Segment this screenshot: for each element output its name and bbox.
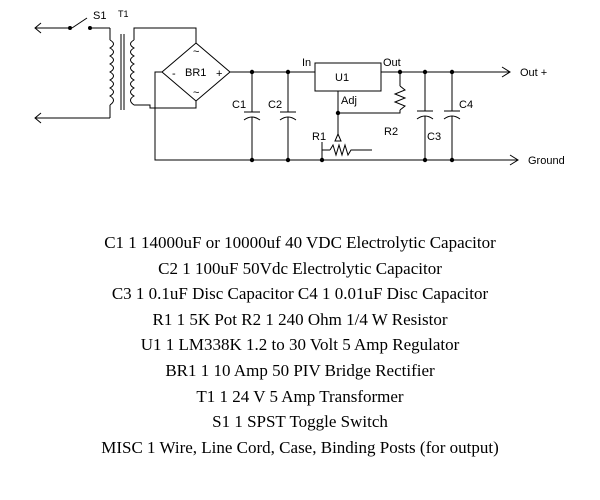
label-bridge-ac-bottom: ~ [193,87,199,99]
label-br1: BR1 [185,67,206,79]
parts-list-item: R1 1 5K Pot R2 1 240 Ohm 1/4 W Resistor [152,309,448,329]
label-bridge-plus: + [216,68,222,80]
capacitor-c1 [243,69,261,163]
mains-input-wiring [34,17,111,124]
label-r2: R2 [384,126,398,138]
parts-list: C1 1 14000uF or 10000uf 40 VDC Electroly… [0,230,600,460]
parts-list-item: MISC 1 Wire, Line Cord, Case, Binding Po… [101,437,499,457]
label-bridge-ac-top: ~ [193,46,199,58]
label-c1: C1 [232,99,246,111]
label-r1: R1 [312,131,326,143]
parts-list-item: U1 1 LM338K 1.2 to 30 Volt 5 Amp Regulat… [140,335,460,355]
label-s1: S1 [93,10,106,22]
label-in: In [302,57,311,69]
label-c2: C2 [268,99,282,111]
parts-list-item: C1 1 14000uF or 10000uf 40 VDC Electroly… [104,233,496,252]
parts-list-item: C3 1 0.1uF Disc Capacitor C4 1 0.01uF Di… [111,284,489,304]
label-u1: U1 [335,72,349,84]
circuit-schematic: S1 T1 BR1 - + ~ ~ C1 C2 In Out U1 Adj R2… [34,9,565,167]
transformer-t1 [108,34,136,110]
label-t1: T1 [118,9,129,19]
capacitor-c2 [279,69,297,163]
ground-rail [500,154,519,166]
capacitor-c3 [416,69,434,163]
label-adj: Adj [341,95,357,107]
parts-list-item: C2 1 100uF 50Vdc Electrolytic Capacitor [158,258,442,278]
parts-list-item: S1 1 SPST Toggle Switch [212,412,388,432]
label-c4: C4 [459,99,473,111]
potentiometer-r1 [319,133,372,163]
label-bridge-minus: - [172,68,176,80]
parts-list-item: T1 1 24 V 5 Amp Transformer [196,386,404,406]
resistor-r2 [335,69,407,116]
label-out: Out [383,57,401,69]
label-ground: Ground [528,155,565,167]
capacitor-c4 [443,69,461,163]
label-c3: C3 [427,131,441,143]
label-out-plus: Out + [520,67,547,79]
parts-list-item: BR1 1 10 Amp 50 PIV Bridge Rectifier [165,360,435,380]
bridge-rectifier-br1 [133,27,500,161]
